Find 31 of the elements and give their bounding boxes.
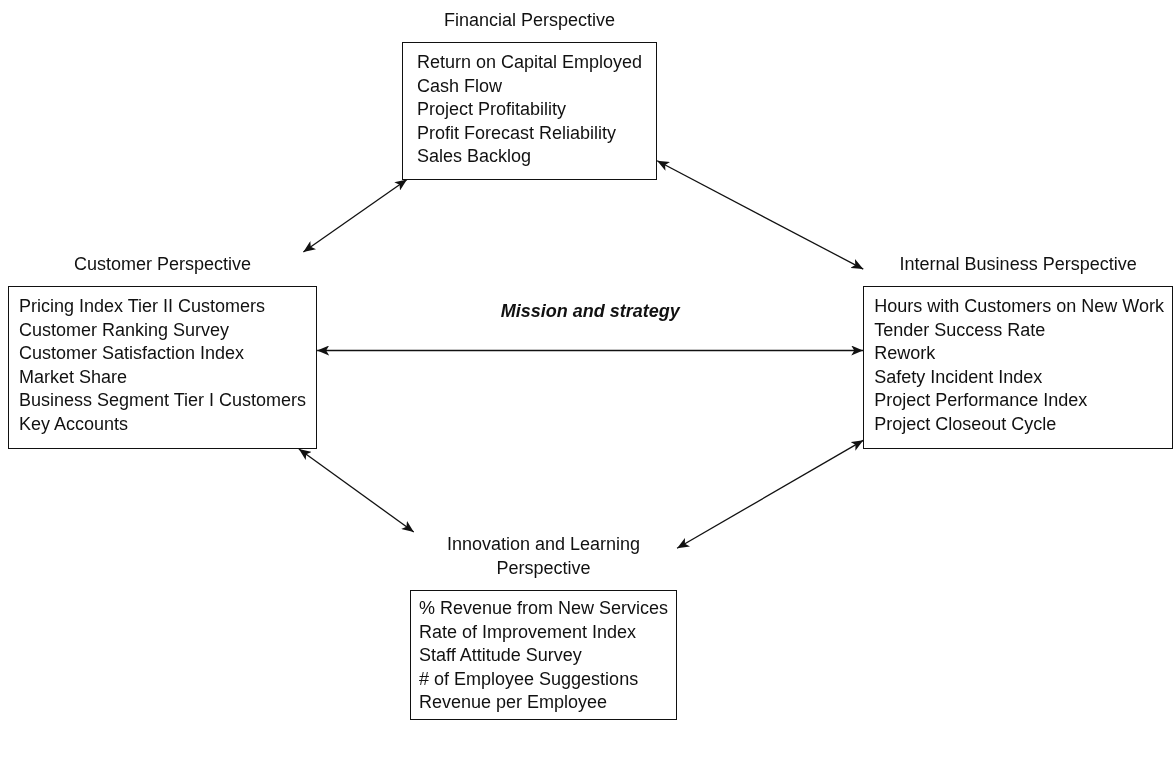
measure-item: Staff Attitude Survey (419, 644, 583, 667)
measure-item: Project Profitability (417, 98, 568, 121)
double-arrow (656, 160, 864, 270)
measure-item: Hours with Customers on New Work (874, 295, 1164, 318)
double-arrow (316, 345, 864, 356)
measure-item: % Revenue from New Services (419, 597, 669, 620)
measure-item: Safety Incident Index (874, 365, 1044, 389)
measure-item: Customer Ranking Survey (19, 318, 231, 342)
measure-item: Business Segment Tier I Customers (19, 389, 307, 412)
measure-item: Cash Flow (417, 74, 504, 98)
measure-item: Rate of Improvement Index (419, 620, 638, 644)
double-arrow (298, 448, 415, 533)
measure-item: Project Closeout Cycle (874, 412, 1058, 436)
measure-item: Rework (874, 342, 937, 365)
measure-item: Sales Backlog (417, 145, 533, 168)
perspective-heading: Innovation and Learning Perspective (445, 533, 642, 580)
measure-item: Customer Satisfaction Index (19, 342, 246, 365)
double-arrow (302, 178, 408, 253)
double-arrow (676, 439, 864, 549)
measure-item: Revenue per Employee (419, 691, 609, 714)
perspective-heading: Internal Business Perspective (899, 253, 1137, 276)
measure-item: # of Employee Suggestions (419, 667, 640, 691)
perspective-heading: Financial Perspective (444, 9, 616, 32)
measure-item: Profit Forecast Reliability (417, 121, 618, 145)
perspective-heading: Customer Perspective (74, 253, 252, 276)
measure-item: Key Accounts (19, 412, 130, 436)
measure-item: Tender Success Rate (874, 318, 1047, 342)
measure-item: Pricing Index Tier II Customers (19, 295, 267, 318)
measure-item: Project Performance Index (874, 389, 1089, 412)
measure-item: Return on Capital Employed (417, 51, 643, 74)
measure-item: Market Share (19, 365, 129, 389)
